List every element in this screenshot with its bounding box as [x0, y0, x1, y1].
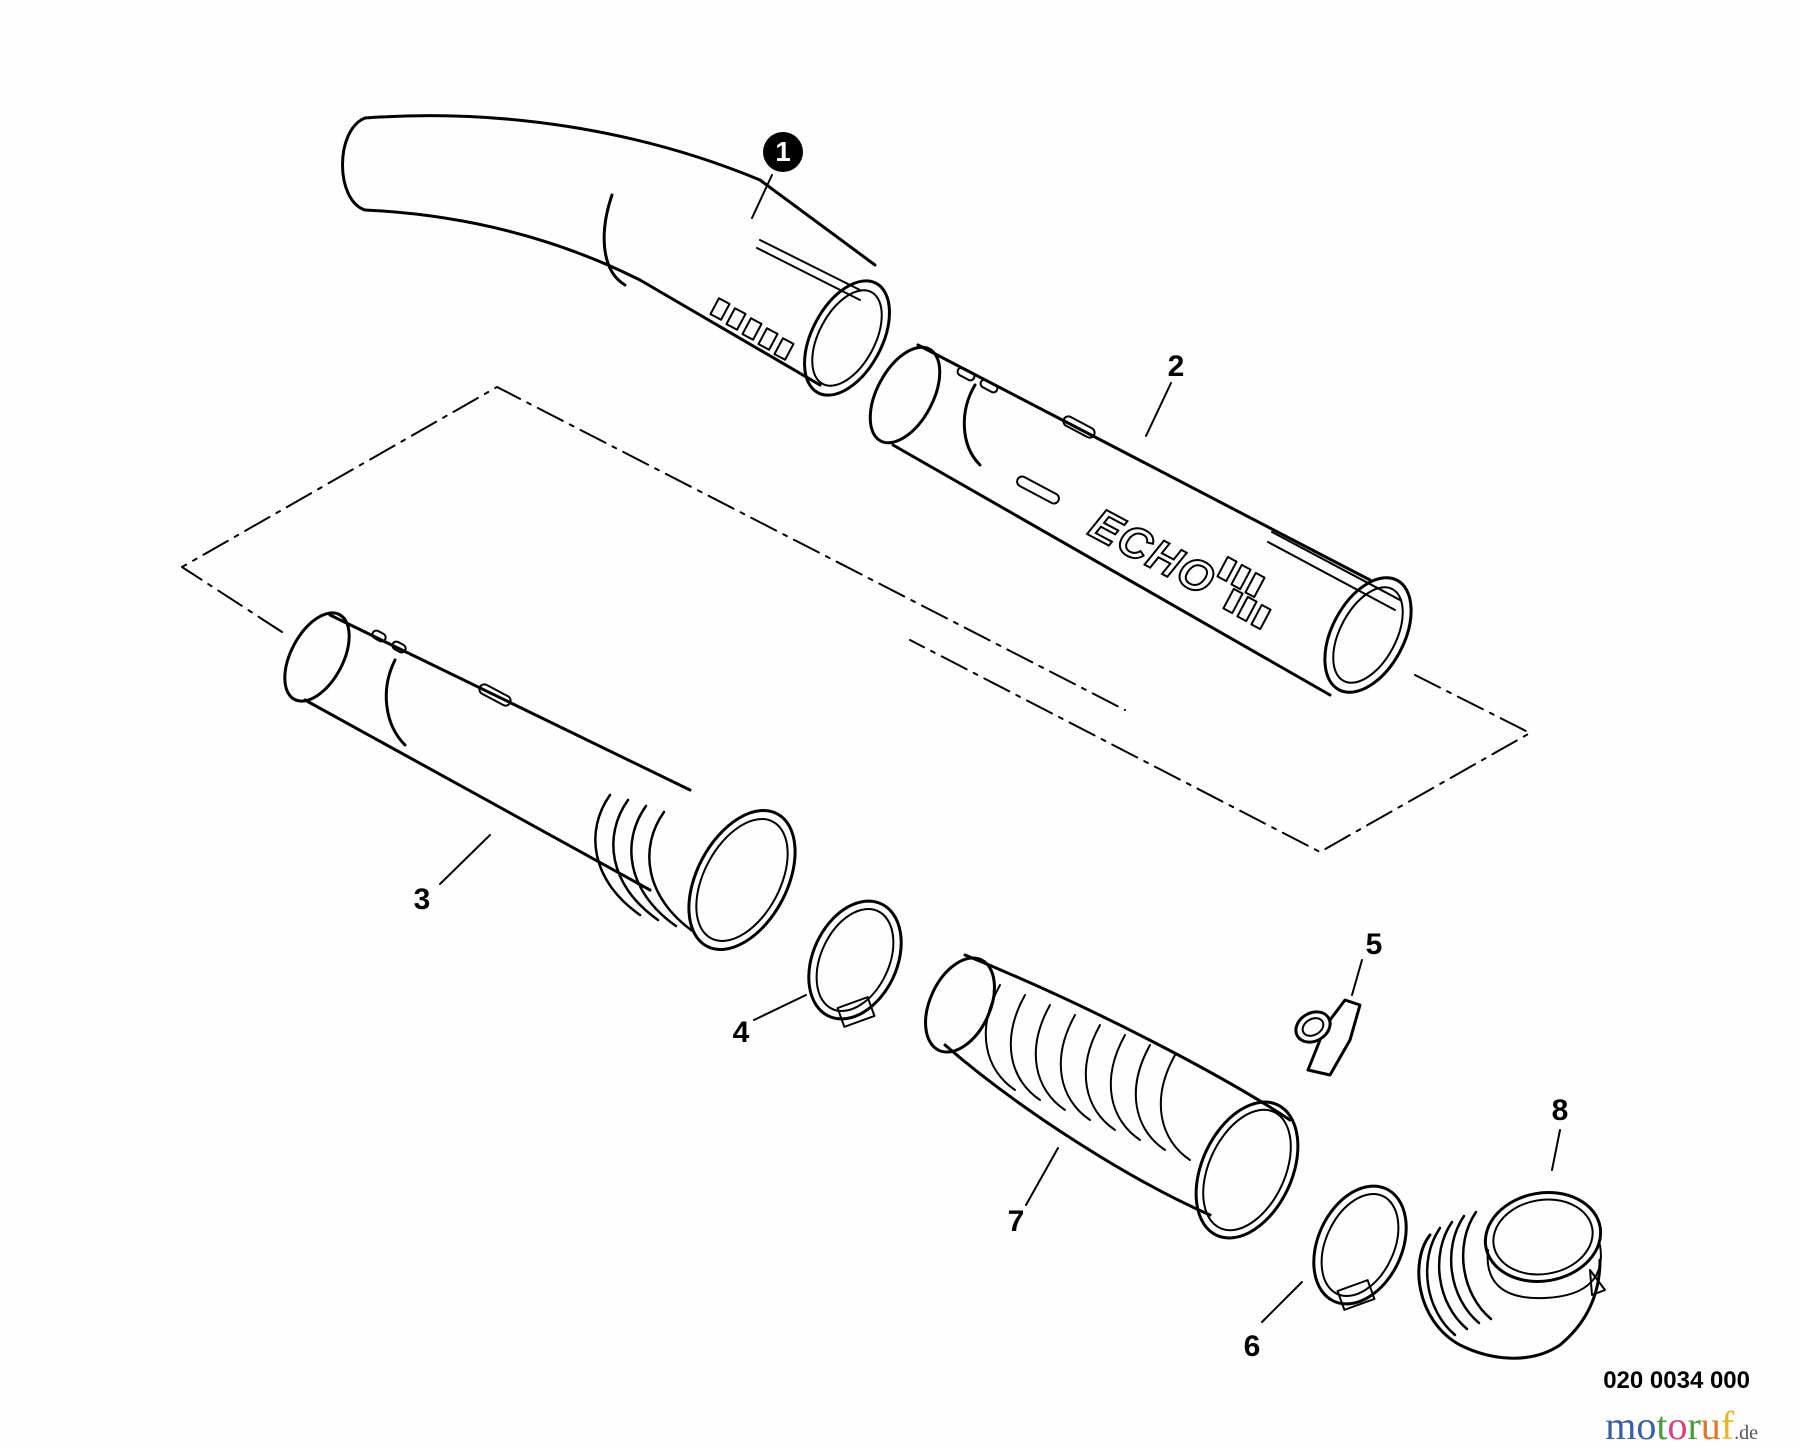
leader-line-5 — [1351, 959, 1363, 996]
part-1-curved-pipe — [341, 114, 891, 397]
logo-letter: u — [1700, 1403, 1721, 1448]
part-6-hose-clamp — [1312, 1184, 1408, 1311]
part-label-8: 8 — [1551, 1094, 1569, 1127]
leader-line-2 — [1145, 382, 1172, 437]
part-label-4: 4 — [732, 1016, 750, 1049]
part-label-2: 2 — [1167, 350, 1185, 383]
logo-letter: r — [1687, 1403, 1701, 1448]
logo-letter: o — [1636, 1403, 1657, 1448]
part-label-5: 5 — [1365, 928, 1383, 961]
drawing-code: 020 0034 000 — [1603, 1367, 1750, 1394]
logo-letter: t — [1656, 1403, 1668, 1448]
part-4-hose-clamp — [807, 899, 903, 1028]
watermark-logo: motoruf.de — [1605, 1402, 1758, 1449]
leader-line-6 — [1261, 1281, 1303, 1323]
part-2-straight-pipe — [868, 343, 1413, 697]
part-label-6: 6 — [1243, 1330, 1261, 1363]
part-label-3: 3 — [413, 883, 431, 916]
leader-line-4 — [753, 994, 807, 1021]
leader-line-8 — [1551, 1129, 1561, 1171]
logo-letter: o — [1667, 1403, 1688, 1448]
part-8-elbow-connector — [1417, 1191, 1606, 1360]
part-number: 1 — [775, 136, 791, 167]
dashed-assembly-outline — [181, 386, 1531, 853]
part-label-1: 1 — [763, 132, 803, 172]
leader-line-7 — [1025, 1147, 1059, 1206]
leader-line-3 — [439, 834, 491, 885]
logo-letter: f — [1720, 1403, 1735, 1448]
logo-tld: .de — [1734, 1422, 1758, 1444]
part-5-retainer — [1294, 998, 1362, 1077]
logo-letter: m — [1605, 1403, 1637, 1448]
part-7-bellows-hose — [924, 953, 1300, 1240]
leader-line-1 — [751, 174, 773, 219]
part-3-corrugated-pipe — [283, 611, 797, 952]
part-label-7: 7 — [1007, 1205, 1025, 1238]
